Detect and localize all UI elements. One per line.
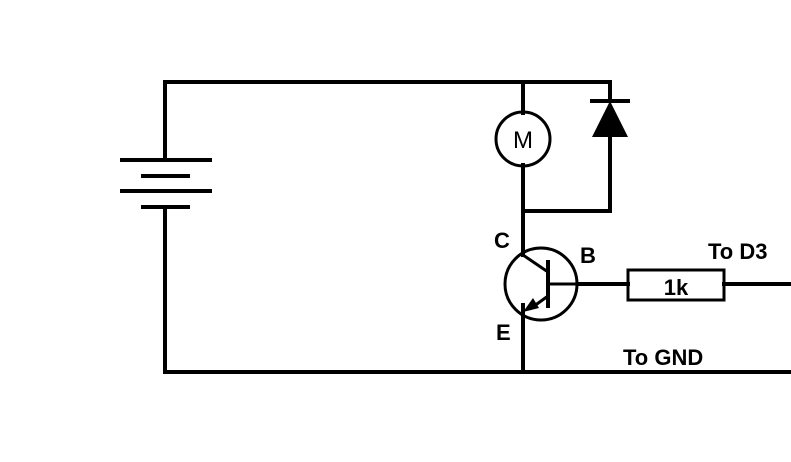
- transistor-collector-line: [522, 253, 549, 274]
- diode-symbol: [590, 99, 630, 137]
- npn-transistor-symbol: [503, 246, 579, 322]
- transistor-emitter-arrow: [523, 298, 539, 312]
- to-gnd-label: To GND: [623, 345, 703, 370]
- motor-circle: [494, 110, 552, 168]
- wires: [163, 80, 791, 374]
- motor-symbol: M: [494, 110, 552, 168]
- battery-symbol: [120, 158, 212, 209]
- resistor-symbol: 1k: [626, 268, 726, 302]
- resistor-body: [626, 268, 726, 302]
- collector-label: C: [494, 228, 510, 253]
- resistor-label: 1k: [664, 275, 689, 300]
- base-label: B: [580, 243, 596, 268]
- motor-label: M: [513, 127, 533, 154]
- diode-triangle: [592, 101, 628, 137]
- to-d3-label: To D3: [708, 239, 767, 264]
- emitter-label: E: [496, 320, 511, 345]
